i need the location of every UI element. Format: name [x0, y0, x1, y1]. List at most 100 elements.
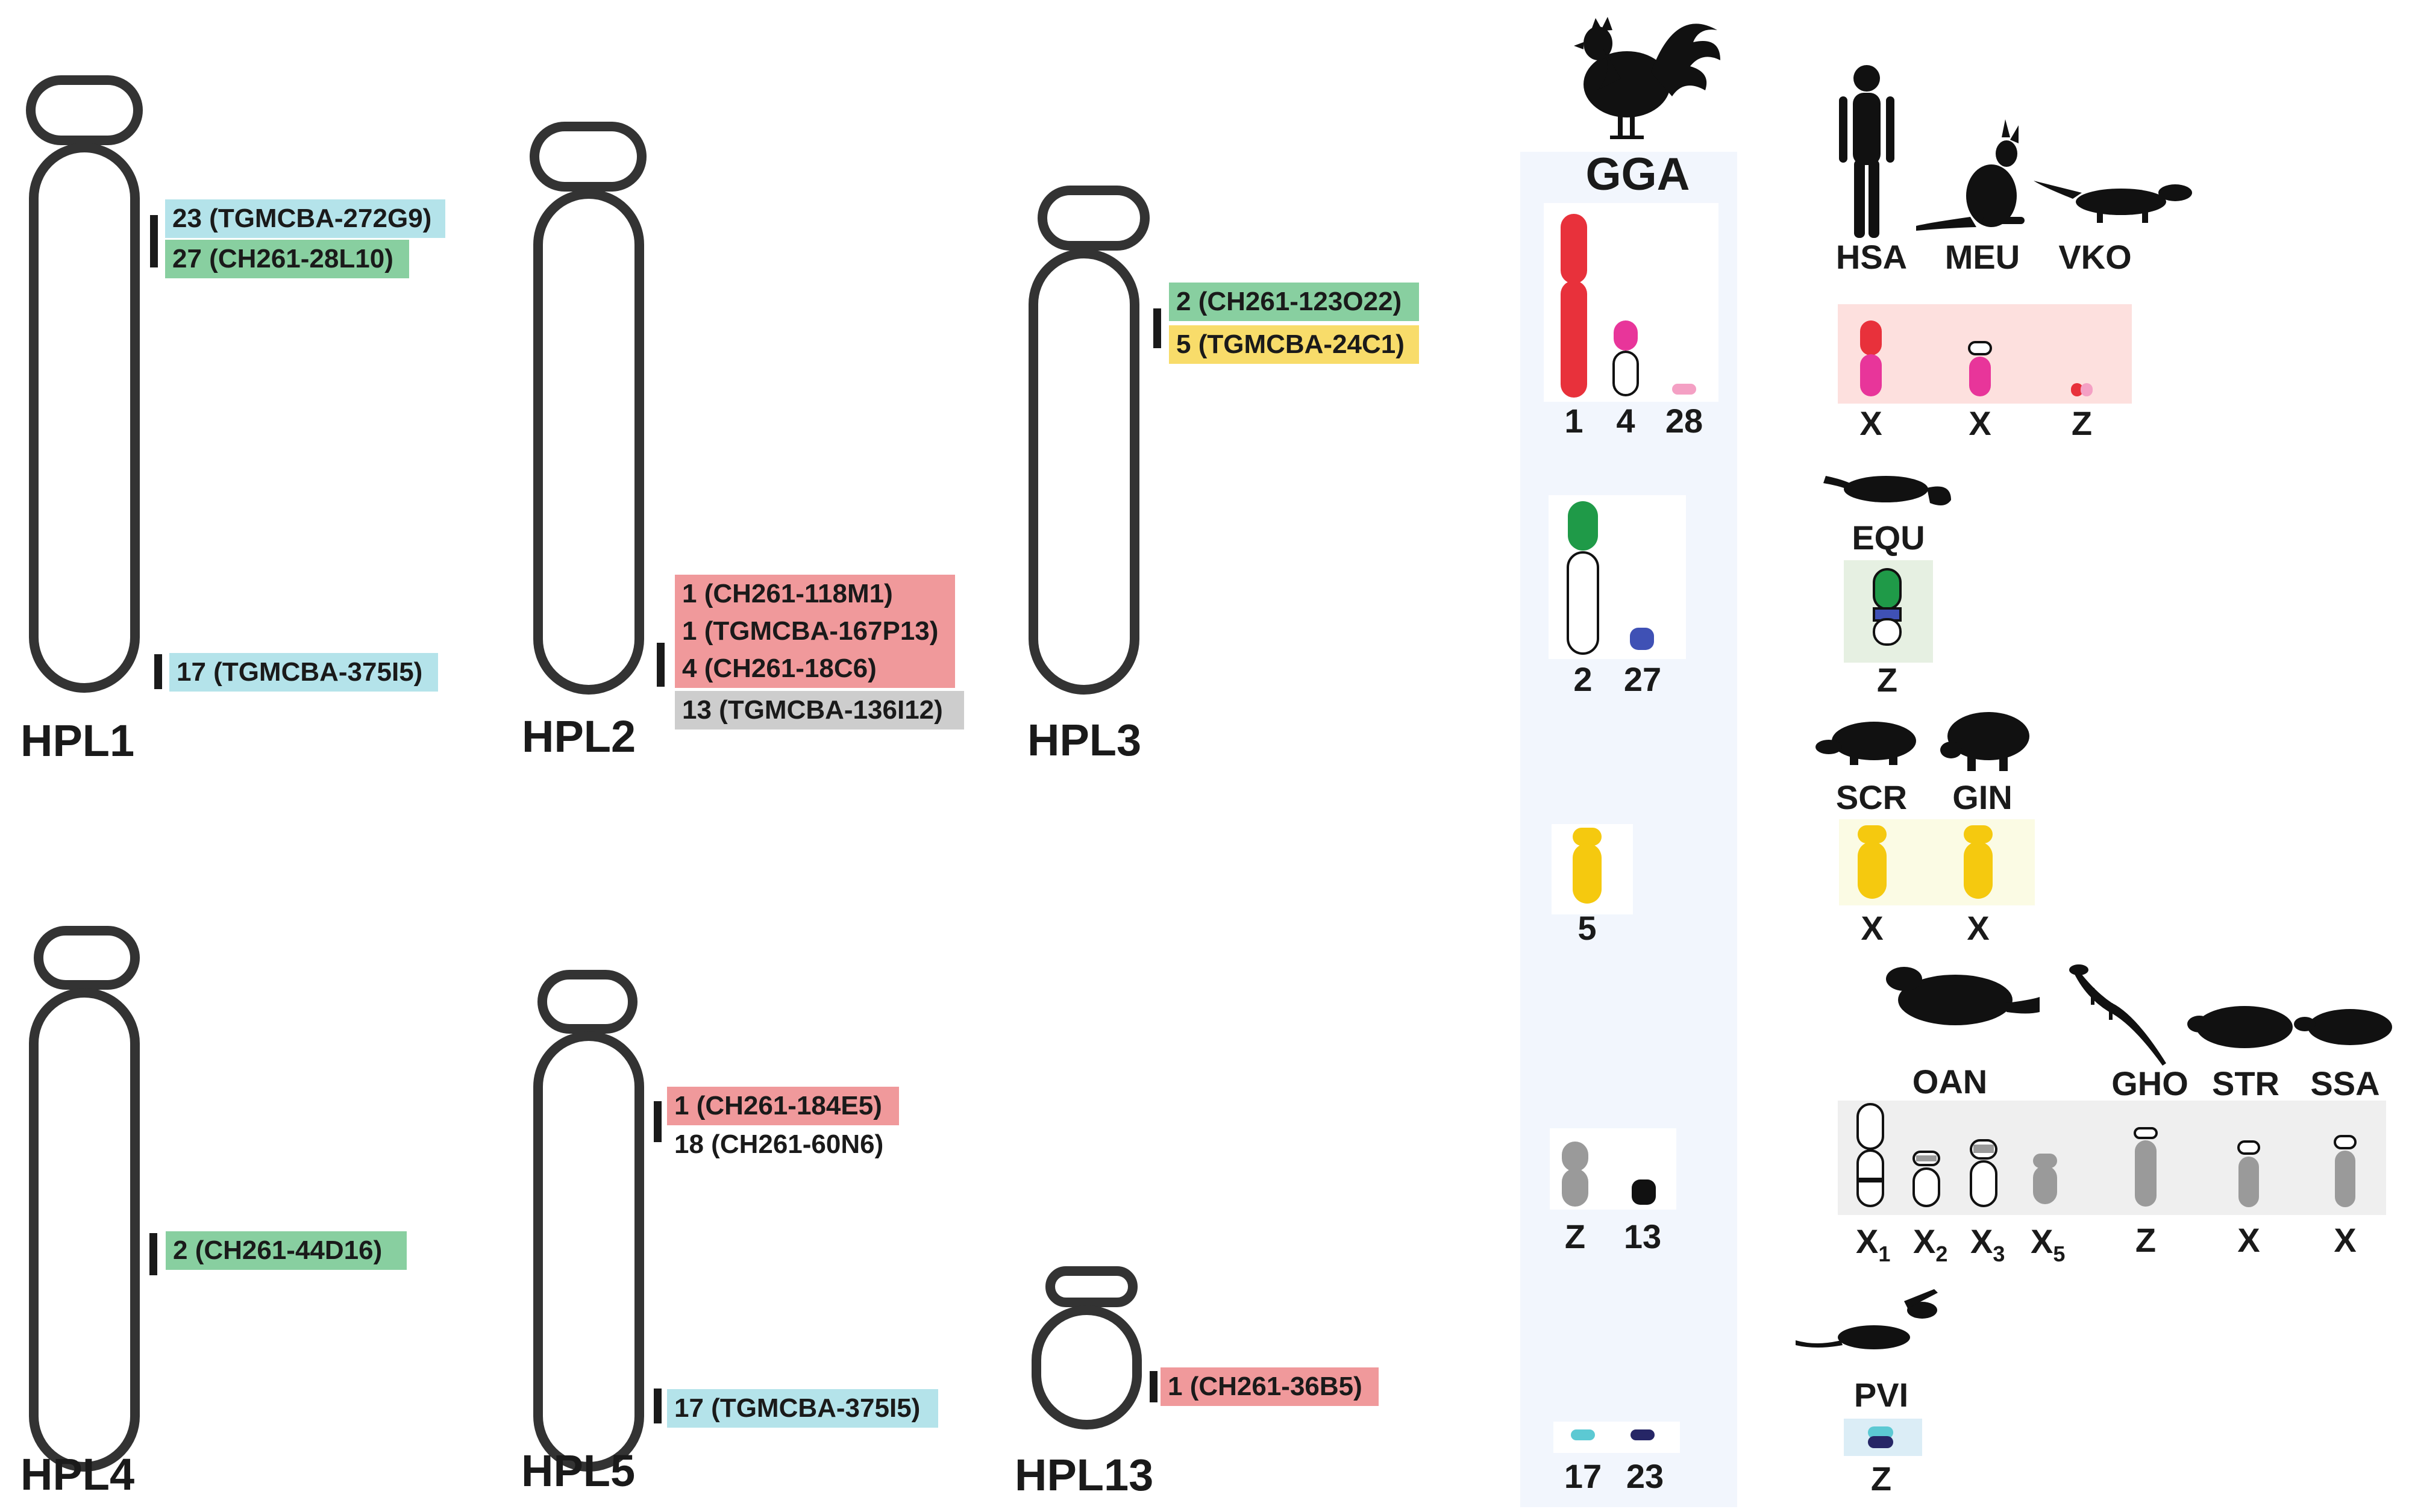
gga-label-27: 27	[1624, 660, 1661, 698]
gga-label-z: Z	[1565, 1217, 1585, 1255]
probe-bar-hpl5-bottom	[654, 1389, 662, 1423]
hpl-name-labels: HPL1 HPL2 HPL3 HPL4 HPL5 HPL13	[20, 711, 1153, 1500]
probe-label-box	[166, 1231, 407, 1270]
equ-z-label: Z	[1877, 661, 1897, 699]
hpl13-long-arm	[1032, 1305, 1142, 1429]
probe-label-text: 13 (TGMCBA-136I12)	[682, 695, 943, 725]
gho-z-chromosome	[2134, 1127, 2158, 1207]
hpl5-label: HPL5	[521, 1446, 635, 1496]
probe-label-text: 27 (CH261-28L10)	[172, 244, 393, 273]
hpl3-short-arm	[1038, 186, 1150, 251]
species-code-gho: GHO	[2111, 1064, 2188, 1102]
hpl3-label: HPL3	[1027, 715, 1141, 765]
probe-label-text: 2 (CH261-44D16)	[173, 1236, 382, 1265]
species-bands	[1838, 304, 2386, 1456]
species-code-vko: VKO	[2058, 238, 2131, 276]
species-code-oan: OAN	[1912, 1063, 1987, 1101]
gga-chromosomes	[1561, 214, 1696, 1440]
oan-x2-chromosome	[1912, 1151, 1940, 1207]
gga-label-1: 1	[1564, 402, 1583, 440]
species-code-pvi: PVI	[1854, 1376, 1908, 1414]
oan-x5-chromosome	[2033, 1154, 2057, 1204]
ssa-x-chromosome	[2334, 1135, 2357, 1207]
gga-chr27	[1630, 628, 1654, 650]
probe-label-text: 5 (TGMCBA-24C1)	[1176, 330, 1405, 359]
probe-position-bars	[149, 215, 1161, 1423]
probe-label-box	[169, 653, 438, 692]
meu-x-chromosome	[1968, 341, 1992, 396]
pvi-z-chromosome	[1868, 1426, 1893, 1448]
gga-chr28	[1672, 384, 1696, 395]
hpl-chromosomes	[26, 75, 1150, 1472]
probe-bar-hpl1-top	[150, 215, 158, 267]
gga-chr2	[1567, 501, 1599, 655]
species-code-meu: MEU	[1945, 238, 2020, 276]
gga-label-23: 23	[1626, 1457, 1664, 1495]
equ-z-chromosome	[1873, 568, 1902, 646]
gga-label-4: 4	[1616, 402, 1635, 440]
probe-label-box	[675, 649, 955, 688]
hpl2-short-arm	[530, 122, 647, 192]
hpl5-short-arm	[537, 970, 637, 1034]
gga-chr23	[1631, 1429, 1655, 1440]
probe-label-box	[675, 575, 955, 613]
gga-chr13	[1632, 1179, 1656, 1205]
gga-chr1	[1561, 214, 1587, 398]
vko-z-label: Z	[2072, 404, 2092, 442]
gin-x-label: X	[1967, 909, 1989, 947]
oan-x1-chromosome	[1856, 1103, 1884, 1207]
platypus-silhouette-icon	[1886, 967, 2040, 1025]
str-x-label: X	[2237, 1221, 2260, 1259]
hpl13-label: HPL13	[1015, 1450, 1153, 1500]
probe-label-box	[1169, 283, 1419, 321]
komodo-dragon-silhouette-icon	[2034, 181, 2192, 223]
gecko-silhouette-icon	[2069, 964, 2166, 1066]
probe-label-box	[165, 199, 445, 238]
oan-x2-label: X2	[1913, 1222, 1947, 1266]
probe-label-text: 18 (CH261-60N6)	[674, 1129, 883, 1159]
human-silhouette-icon	[1839, 65, 1894, 238]
mud-turtle-silhouette-icon	[2187, 1006, 2293, 1048]
gga-header: GGA	[1585, 149, 1690, 200]
probe-label-text: 23 (TGMCBA-272G9)	[172, 204, 431, 233]
species-code-str: STR	[2212, 1064, 2279, 1102]
gga-chr17	[1571, 1429, 1595, 1440]
probe-label-box	[675, 612, 955, 651]
species-code-hsa: HSA	[1836, 238, 1907, 276]
probe-label-text: 1 (TGMCBA-167P13)	[682, 616, 938, 646]
vko-z-chromosome	[2071, 383, 2093, 396]
gga-label-13: 13	[1624, 1217, 1661, 1255]
gga-chromosome-labels: 1 4 28 2 27 5 Z 13 17 23	[1564, 402, 1703, 1495]
species-chromosome-labels: X X Z Z X X Z X X Z	[1859, 404, 2356, 1498]
hpl2-long-arm	[533, 189, 644, 695]
probe-label-box	[667, 1389, 938, 1428]
hpl4-long-arm	[29, 988, 140, 1472]
probe-bar-hpl13	[1150, 1371, 1158, 1402]
hpl3-long-arm	[1029, 249, 1139, 695]
probe-label-box	[165, 240, 409, 278]
gho-z-label: Z	[2135, 1221, 2156, 1259]
gga-label-17: 17	[1564, 1457, 1602, 1495]
hpl1-short-arm	[26, 75, 143, 145]
probe-label-text: 1 (CH261-36B5)	[1168, 1372, 1362, 1401]
probe-label-text: 1 (CH261-118M1)	[682, 579, 893, 608]
gin-x-chromosome	[1964, 825, 1993, 899]
scr-x-label: X	[1861, 909, 1883, 947]
hpl13-short-arm	[1045, 1266, 1138, 1307]
oan-x3-label: X3	[1970, 1222, 2005, 1266]
gga-label-5: 5	[1577, 909, 1596, 947]
probe-label-text: 17 (TGMCBA-375I5)	[674, 1393, 920, 1423]
hpl4-label: HPL4	[20, 1449, 134, 1499]
oan-x-labels: X1 X2 X3 X5	[1856, 1222, 2065, 1266]
species-icons	[1796, 65, 2392, 1349]
probe-label-box	[675, 691, 964, 729]
gga-chrZ	[1562, 1142, 1588, 1207]
species-code-equ: EQU	[1852, 519, 1925, 557]
probe-label-box	[667, 1087, 899, 1125]
probe-bar-hpl4	[149, 1233, 157, 1275]
probe-label-text: 4 (CH261-18C6)	[682, 654, 877, 683]
probe-bar-hpl1-bottom	[154, 654, 162, 689]
hpl5-long-arm	[533, 1031, 644, 1472]
